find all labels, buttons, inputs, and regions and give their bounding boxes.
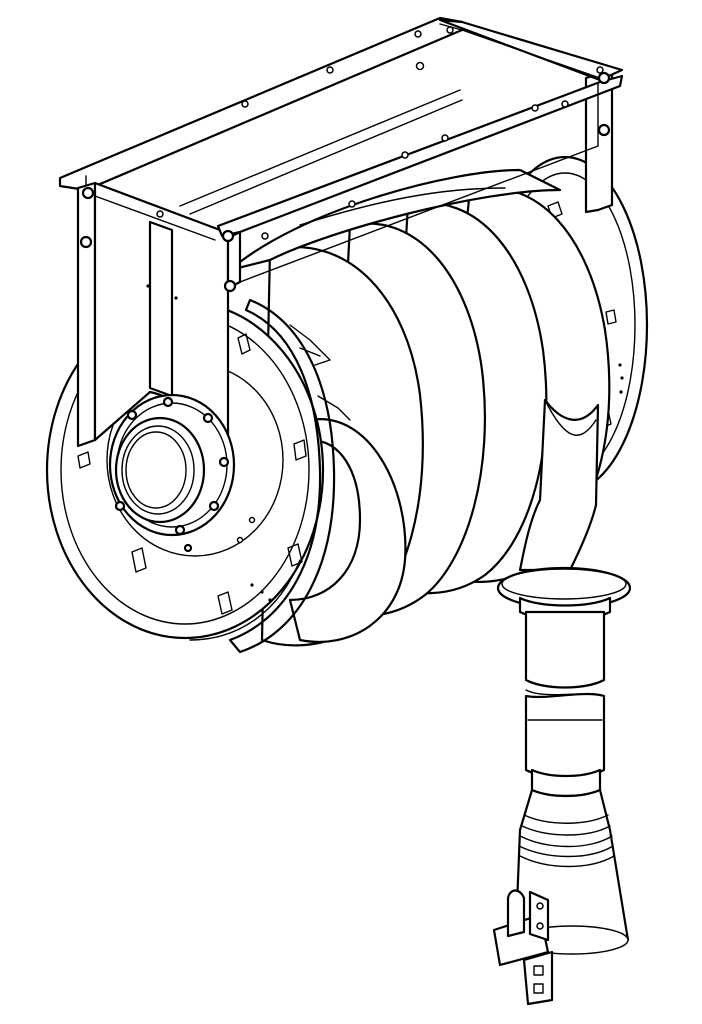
- duct-outlet-flange: [108, 393, 236, 553]
- nozzle-holder-clip: [492, 889, 554, 1006]
- hose-drop-section: [496, 398, 632, 798]
- mounting-bracket-frame: [58, 16, 624, 215]
